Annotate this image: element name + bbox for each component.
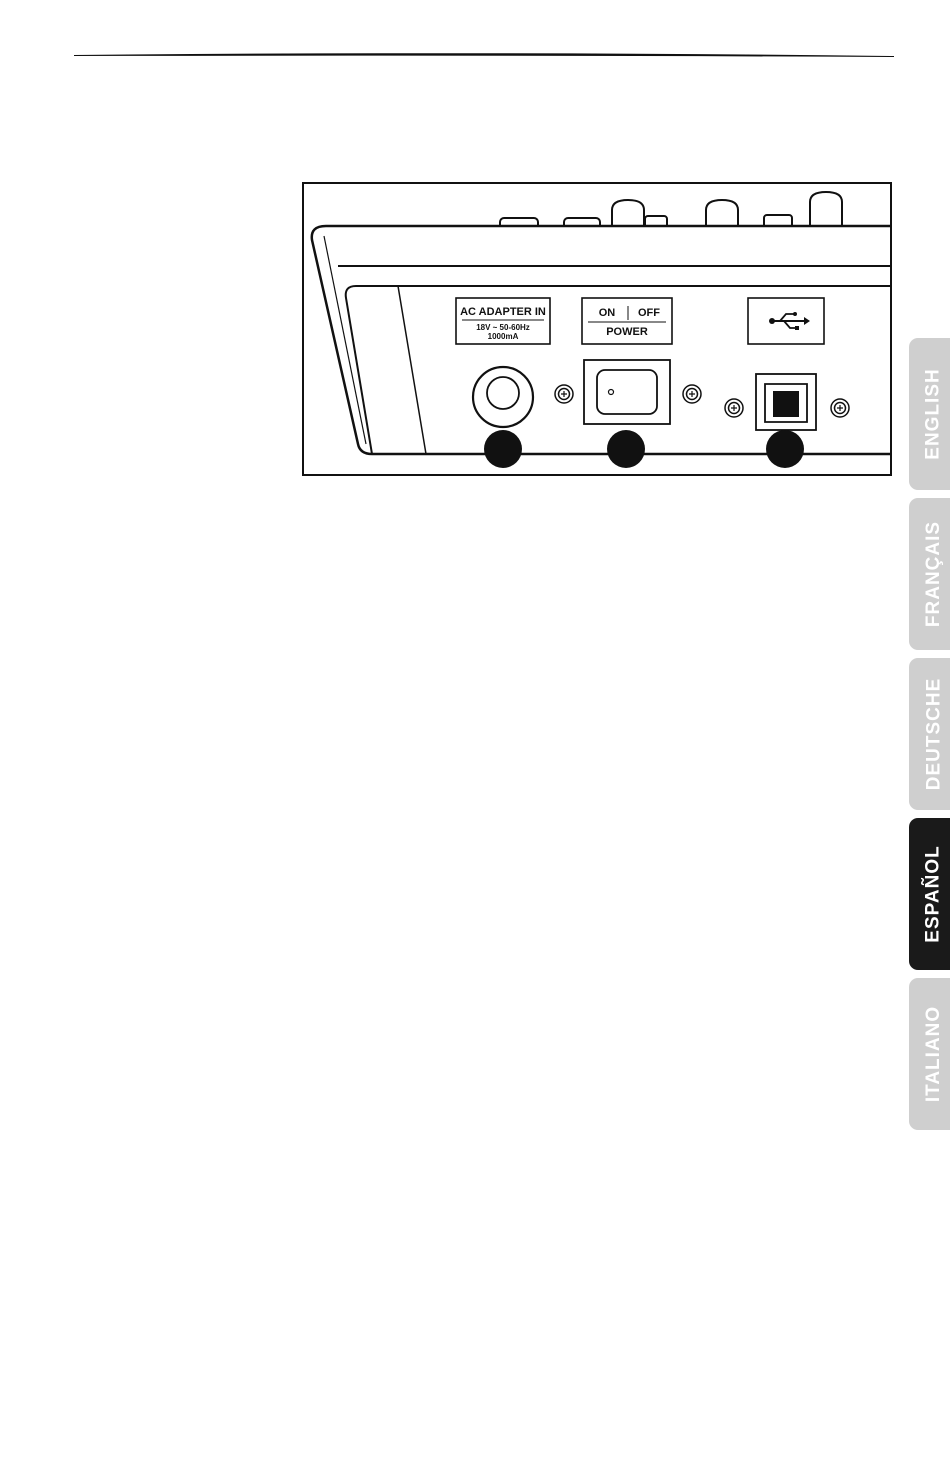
tab-italiano[interactable]: ITALIANO [909, 978, 950, 1130]
tab-espanol[interactable]: ESPAÑOL [909, 818, 950, 970]
power-jack-icon [473, 367, 533, 427]
ac-adapter-spec-current: 1000mA [488, 332, 519, 341]
tab-italiano-label: ITALIANO [923, 1006, 945, 1102]
power-caption-text: POWER [606, 326, 648, 338]
tab-deutsche[interactable]: DEUTSCHE [909, 658, 950, 810]
tab-francais-label: FRANÇAIS [923, 521, 945, 627]
callout-marker [607, 430, 645, 468]
callout-marker [766, 430, 804, 468]
tab-deutsche-label: DEUTSCHE [923, 678, 945, 791]
power-off-text: OFF [638, 307, 660, 319]
rear-panel-figure: AC ADAPTER IN 18V ~ 50-60Hz 1000mA ON OF… [302, 182, 892, 476]
ac-adapter-title: AC ADAPTER IN [460, 306, 546, 318]
tab-espanol-label: ESPAÑOL [923, 845, 945, 942]
usb-b-port-icon [756, 374, 816, 430]
tab-english[interactable]: ENGLISH [909, 338, 950, 490]
header-rule [74, 52, 894, 58]
ac-adapter-label: AC ADAPTER IN 18V ~ 50-60Hz 1000mA [456, 298, 550, 344]
power-label: ON OFF POWER [582, 298, 672, 344]
tab-english-label: ENGLISH [923, 368, 945, 459]
power-on-text: ON [599, 307, 616, 319]
rocker-switch-icon [584, 360, 670, 424]
tab-francais[interactable]: FRANÇAIS [909, 498, 950, 650]
callout-marker [484, 430, 522, 468]
ac-adapter-spec-voltage: 18V ~ 50-60Hz [476, 323, 530, 332]
usb-symbol-icon [748, 298, 824, 344]
